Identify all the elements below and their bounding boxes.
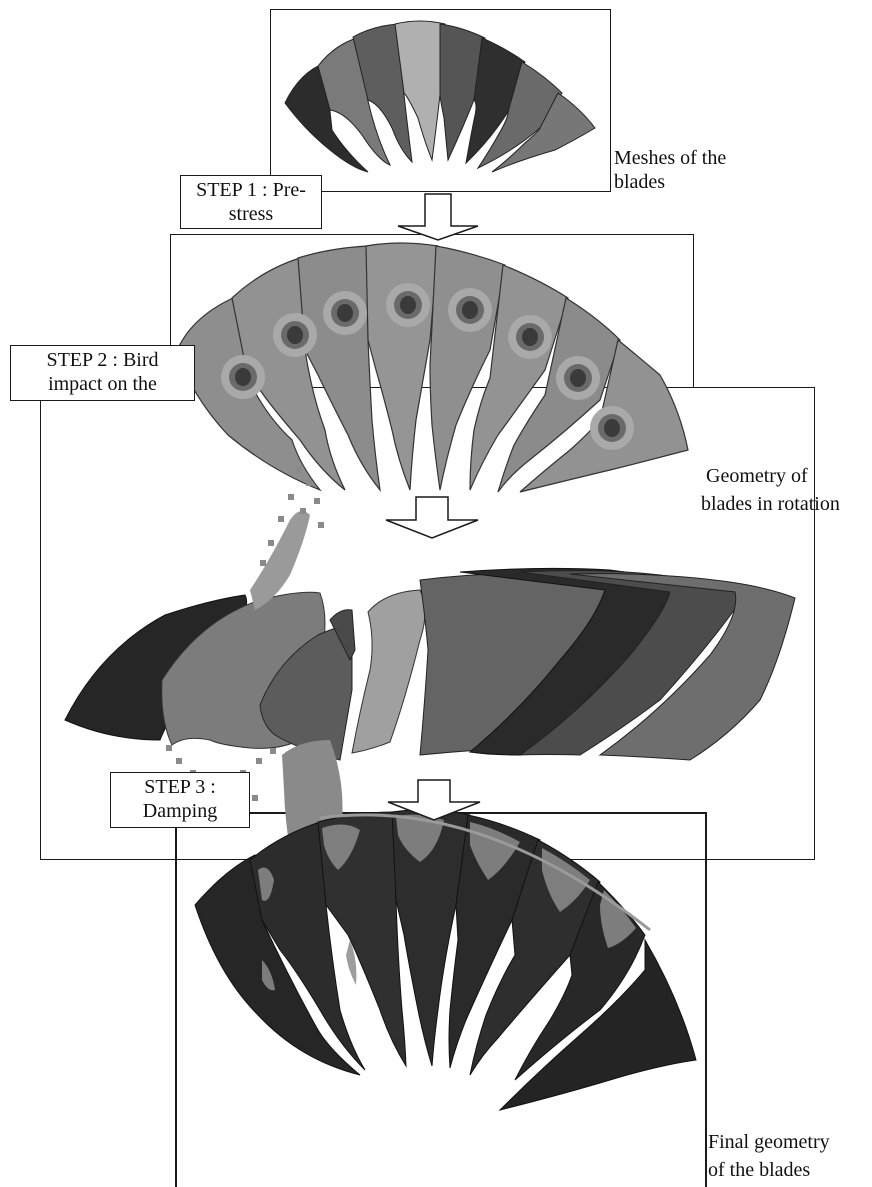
step1-line2: stress — [181, 202, 321, 226]
rotation-blades — [176, 243, 688, 492]
step2-box: STEP 2 : Bird impact on the — [10, 345, 195, 401]
meshes-caption-line1: Meshes of the — [614, 146, 726, 170]
final-caption-line1: Final geometry — [708, 1130, 830, 1154]
step3-line2: Damping — [111, 799, 249, 823]
step2-line1: STEP 2 : Bird — [11, 348, 194, 372]
meshes-caption-line2: blades — [614, 170, 665, 194]
final-caption-line2: of the blades — [708, 1158, 810, 1182]
step3-box: STEP 3 : Damping — [110, 772, 250, 828]
step1-box: STEP 1 : Pre- stress — [180, 175, 322, 229]
step2-line2: impact on the — [11, 372, 194, 396]
meshes-blades — [285, 21, 595, 172]
arrow-step1 — [398, 194, 478, 240]
rotation-caption-line2: blades in rotation — [701, 492, 840, 516]
step3-line1: STEP 3 : — [111, 775, 249, 799]
final-blades — [195, 810, 696, 1110]
arrow-step2 — [386, 497, 478, 538]
step1-line1: STEP 1 : Pre- — [181, 178, 321, 202]
rotation-caption-line1: Geometry of — [706, 464, 808, 488]
